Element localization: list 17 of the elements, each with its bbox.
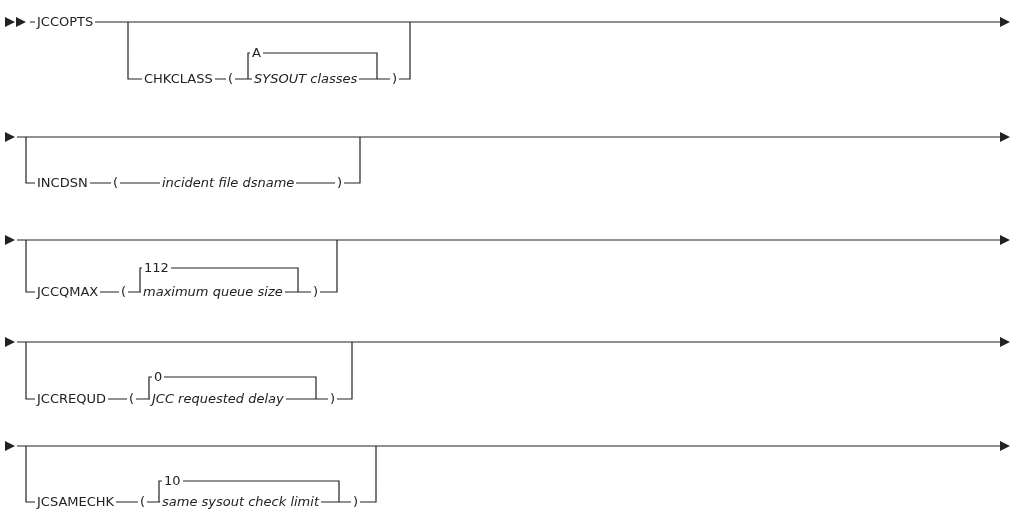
parenthesis: ) [328, 391, 338, 407]
keyword-text: JCCREQUD [35, 391, 108, 407]
keyword-text: JCCQMAX [35, 284, 101, 300]
variable-text: maximum queue size [141, 284, 285, 300]
parenthesis: ( [226, 71, 236, 87]
keyword-text: JCSAMECHK [35, 494, 117, 510]
parenthesis: ) [351, 494, 361, 510]
parenthesis: ) [390, 71, 400, 87]
variable-text: JCC requested delay [150, 391, 286, 407]
parenthesis: ) [335, 175, 345, 191]
keyword-text: JCCOPTS [35, 14, 96, 30]
variable-text: same sysout check limit [160, 494, 321, 510]
parenthesis: ( [138, 494, 148, 510]
parenthesis: ( [111, 175, 121, 191]
parenthesis: ( [119, 284, 129, 300]
parenthesis: ) [311, 284, 321, 300]
parenthesis: ( [127, 391, 137, 407]
